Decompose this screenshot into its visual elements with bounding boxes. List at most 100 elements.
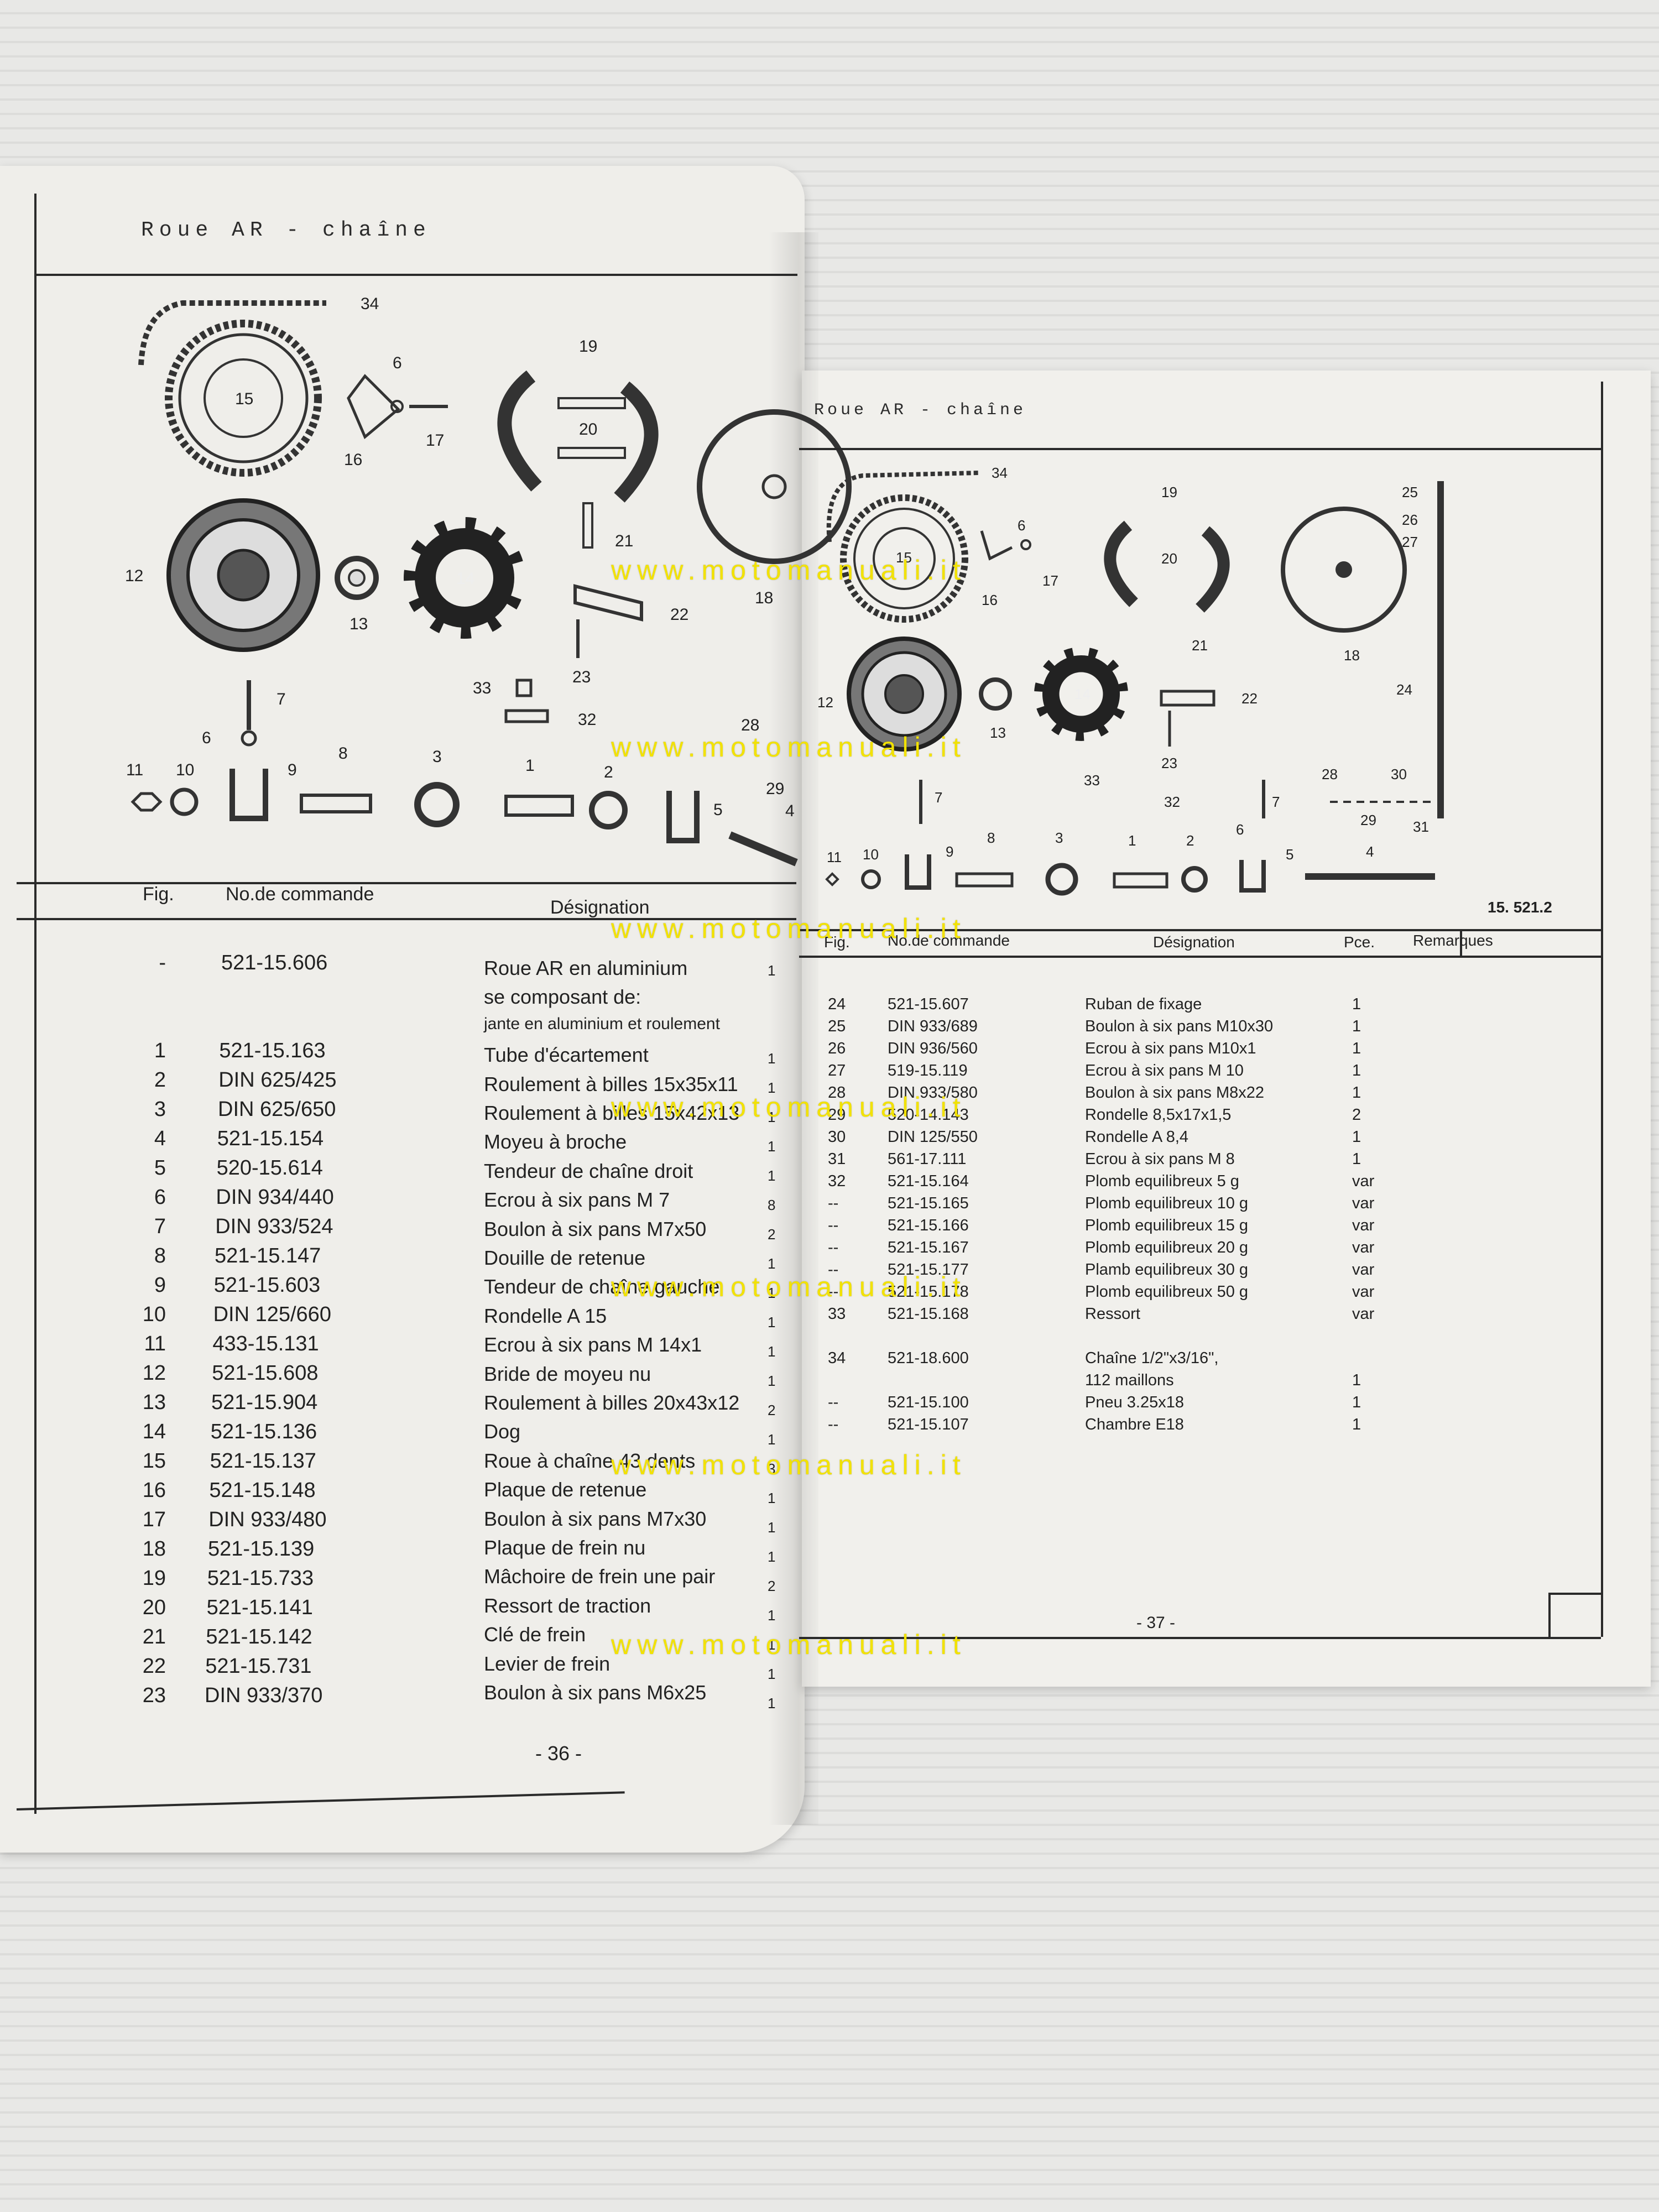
watermark-2: www.motomanuali.it bbox=[611, 732, 967, 763]
row-quantity: 1 bbox=[1352, 1394, 1361, 1411]
row-order-number: 521-15.608 bbox=[212, 1361, 319, 1385]
left-label-17: 17 bbox=[426, 431, 445, 450]
row-quantity: 1 bbox=[768, 1519, 776, 1536]
left-label-4: 4 bbox=[785, 802, 795, 820]
row-designation: Plomb equilibreux 20 g bbox=[1085, 1239, 1249, 1256]
row-order-number: 521-15.139 bbox=[208, 1537, 315, 1561]
row-order-number: DIN 125/550 bbox=[888, 1128, 978, 1146]
row-designation: Clé de frein bbox=[484, 1623, 586, 1646]
row-quantity: 1 bbox=[768, 1695, 776, 1712]
row-fig: 28 bbox=[828, 1084, 846, 1102]
row-designation: Plomb equilibreux 15 g bbox=[1085, 1217, 1249, 1234]
row-fig: -- bbox=[828, 1261, 839, 1279]
row-designation: Chambre E18 bbox=[1085, 1416, 1184, 1433]
row-designation: Boulon à six pans M7x50 bbox=[484, 1217, 707, 1240]
row-designation: Roue à chaîne 43 dents bbox=[484, 1449, 696, 1472]
row-fig: 20 bbox=[142, 1596, 166, 1619]
row-order-number: 521-15.178 bbox=[888, 1283, 969, 1301]
row-designation: Tube d'écartement bbox=[484, 1044, 649, 1067]
row-designation: Tendeur de chaîne droit bbox=[484, 1159, 693, 1182]
row-order-number: 521-15.137 bbox=[210, 1449, 316, 1473]
right-header-rule-top bbox=[799, 929, 1601, 931]
right-label-28: 28 bbox=[1322, 766, 1338, 782]
row-fig: -- bbox=[828, 1394, 839, 1411]
row-designation: Plomb equilibreux 10 g bbox=[1085, 1194, 1249, 1212]
left-title-rule bbox=[34, 274, 797, 276]
row-fig: 31 bbox=[828, 1150, 846, 1168]
left-label-6b: 6 bbox=[202, 729, 211, 747]
left-label-34: 34 bbox=[361, 295, 379, 313]
row-fig: 1 bbox=[154, 1039, 166, 1062]
row-designation: Roue AR en aluminium bbox=[484, 957, 688, 979]
row-fig: -- bbox=[828, 1217, 839, 1234]
right-figure-reference: 15. 521.2 bbox=[1488, 899, 1552, 916]
row-quantity: 1 bbox=[768, 962, 776, 979]
left-exploded-diagram bbox=[131, 300, 852, 867]
left-label-5: 5 bbox=[713, 801, 723, 819]
right-page-number: - 37 - bbox=[1136, 1614, 1176, 1632]
row-quantity: 2 bbox=[768, 1226, 776, 1243]
row-quantity: var bbox=[1352, 1239, 1375, 1256]
left-label-18: 18 bbox=[755, 589, 774, 607]
row-quantity: 1 bbox=[768, 1490, 776, 1506]
row-fig: 30 bbox=[828, 1128, 846, 1146]
row-designation: Boulon à six pans M10x30 bbox=[1085, 1018, 1274, 1035]
right-label-9: 9 bbox=[946, 843, 954, 860]
left-label-2: 2 bbox=[604, 763, 613, 781]
right-label-14: 14 bbox=[1074, 686, 1091, 702]
left-label-1: 1 bbox=[525, 757, 535, 775]
row-quantity: 1 bbox=[1352, 1018, 1361, 1035]
right-label-2: 2 bbox=[1186, 832, 1194, 849]
row-fig: 6 bbox=[154, 1186, 166, 1209]
row-order-number: DIN 933/480 bbox=[208, 1508, 327, 1531]
right-exploded-diagram bbox=[825, 471, 1444, 896]
right-frame-border bbox=[1601, 382, 1603, 1637]
row-designation: Ecrou à six pans M 10 bbox=[1085, 1062, 1244, 1079]
left-header-fig: Fig. bbox=[143, 884, 174, 905]
right-label-29: 29 bbox=[1360, 812, 1376, 828]
row-order-number: 521-15.136 bbox=[210, 1420, 317, 1443]
row-fig: 19 bbox=[142, 1567, 166, 1590]
row-order-number: 521-15.731 bbox=[205, 1655, 312, 1678]
row-order-number: DIN 625/650 bbox=[218, 1098, 336, 1121]
row-fig: 24 bbox=[828, 995, 846, 1013]
row-fig: 22 bbox=[142, 1655, 166, 1678]
row-designation: Dog bbox=[484, 1420, 521, 1443]
row-fig: 23 bbox=[142, 1684, 166, 1707]
right-corner-box bbox=[1548, 1593, 1603, 1639]
row-quantity: 3 bbox=[768, 1460, 776, 1477]
right-header-divider bbox=[1460, 929, 1462, 956]
left-label-7: 7 bbox=[276, 690, 286, 708]
right-label-22: 22 bbox=[1241, 690, 1258, 707]
row-designation: Ecrou à six pans M 14x1 bbox=[484, 1333, 702, 1357]
row-quantity: 1 bbox=[1352, 1150, 1361, 1168]
left-label-10: 10 bbox=[176, 761, 195, 779]
row-fig: 26 bbox=[828, 1040, 846, 1057]
right-label-6: 6 bbox=[1018, 517, 1026, 534]
row-order-number: DIN 933/689 bbox=[888, 1018, 978, 1035]
row-designation: Boulon à six pans M7x30 bbox=[484, 1507, 707, 1530]
row-designation: Chaîne 1/2"x3/16", bbox=[1085, 1349, 1219, 1367]
left-label-13: 13 bbox=[349, 615, 368, 633]
row-order-number: 521-15.142 bbox=[206, 1625, 312, 1648]
row-fig: 5 bbox=[154, 1156, 166, 1180]
row-order-number: 521-15.733 bbox=[207, 1567, 314, 1590]
row-designation: Boulon à six pans M8x22 bbox=[1085, 1084, 1265, 1102]
row-fig: -- bbox=[828, 1283, 839, 1301]
left-label-21: 21 bbox=[615, 532, 634, 550]
left-label-23: 23 bbox=[572, 668, 591, 686]
row-quantity: 1 bbox=[768, 1607, 776, 1624]
row-quantity: 1 bbox=[1352, 1128, 1361, 1146]
row-fig: 14 bbox=[142, 1420, 166, 1443]
row-order-number: 521-15.141 bbox=[206, 1596, 313, 1619]
right-label-27: 27 bbox=[1402, 534, 1418, 550]
row-order-number: DIN 625/425 bbox=[218, 1068, 337, 1092]
row-order-number: 521-15.148 bbox=[209, 1479, 316, 1502]
right-label-23: 23 bbox=[1161, 755, 1177, 771]
row-designation: Roulement à billes 15x42x13 bbox=[484, 1102, 740, 1124]
row-fig: 13 bbox=[142, 1391, 166, 1414]
row-order-number: 521-18.600 bbox=[888, 1349, 969, 1367]
row-quantity: 1 bbox=[768, 1431, 776, 1448]
row-designation: Tendeur de chaîne gauche bbox=[484, 1275, 720, 1298]
right-label-34: 34 bbox=[992, 465, 1008, 481]
